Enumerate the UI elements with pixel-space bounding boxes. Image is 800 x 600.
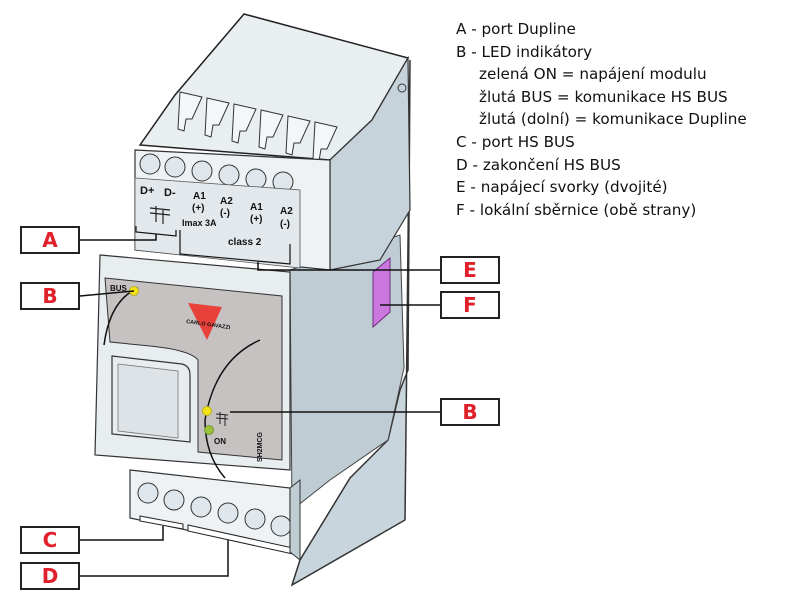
device-right-side [290, 59, 411, 587]
legend-subitem: žlutá BUS = komunikace HS BUS [479, 87, 728, 106]
legend-subitem: zelená ON = napájení modulu [479, 65, 707, 84]
panel-arc-right [204, 339, 261, 479]
callout-c: C [20, 526, 80, 554]
label-a1-1: A1 [193, 191, 206, 202]
legend-item: B - LED indikátory [456, 42, 593, 61]
device-front-panel [104, 277, 283, 461]
led-on [204, 425, 214, 435]
dupline-symbol-icon [149, 206, 171, 224]
label-a1-2: A1 [250, 202, 263, 213]
brand-logo-icon [188, 303, 222, 340]
legend-item: F - lokální sběrnice (obě strany) [456, 200, 697, 219]
local-bus-connector [372, 256, 391, 329]
callout-a: A [20, 226, 80, 254]
mount-hole [397, 83, 407, 93]
legend-item: A - port Dupline [456, 20, 576, 38]
callout-d: D [20, 562, 80, 590]
callout-f: F [440, 291, 500, 319]
legend: A - port Dupline B - LED indikátory zele… [456, 18, 747, 221]
terminal-label-area [134, 177, 301, 269]
label-a1-1-sign: (+) [192, 203, 205, 214]
led-bus-label: BUS [110, 284, 128, 293]
dupline-led-symbol-icon [215, 412, 229, 426]
label-a1-2-sign: (+) [250, 214, 263, 225]
lower-screw-holes [137, 482, 292, 537]
device-bottom-right [289, 478, 301, 562]
callout-e: E [440, 256, 500, 284]
lower-slot-c [139, 515, 184, 530]
label-d-minus: D- [164, 187, 176, 199]
legend-item: E - napájecí svorky (dvojité) [456, 178, 668, 197]
legend-item: C - port HS BUS [456, 132, 575, 151]
label-a2-1: A2 [220, 196, 233, 207]
leader-lines [79, 234, 440, 577]
callout-b-bottom: B [440, 398, 500, 426]
label-a2-2: A2 [280, 206, 293, 217]
led-dupline [202, 406, 212, 416]
top-clamps [177, 91, 338, 162]
label-d-plus: D+ [140, 185, 154, 197]
upper-screw-holes [139, 153, 294, 193]
legend-item: D - zakončení HS BUS [456, 155, 621, 174]
led-on-label: ON [214, 437, 226, 446]
label-a2-1-sign: (-) [220, 208, 230, 219]
bracket-e [179, 230, 291, 265]
label-a2-2-sign: (-) [280, 219, 290, 230]
label-imax: Imax 3A [182, 218, 217, 228]
device-window-inner [117, 363, 179, 439]
label-class: class 2 [228, 237, 262, 248]
legend-subitem: žlutá (dolní) = komunikace Dupline [479, 110, 747, 129]
callout-b-top: B [20, 282, 80, 310]
model-label: SH2MCG [257, 431, 264, 462]
